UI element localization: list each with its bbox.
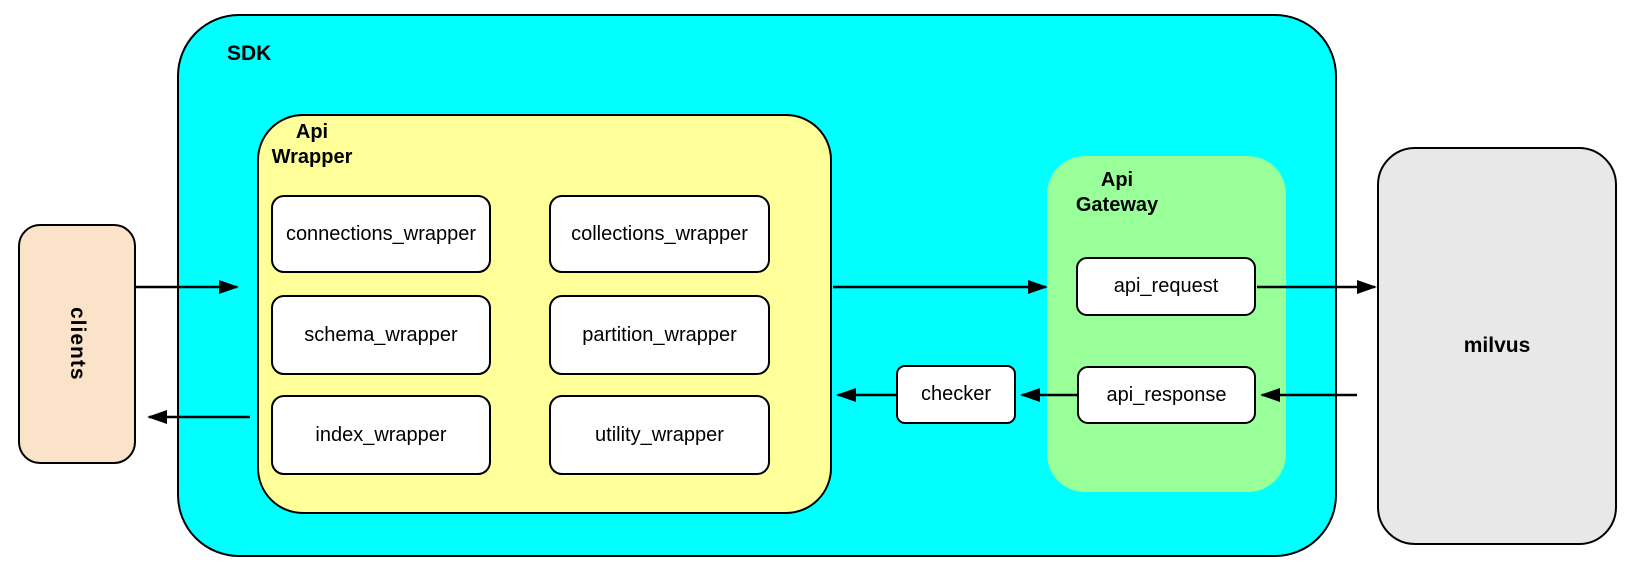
wrapper-box-index: index_wrapper (271, 395, 491, 475)
sdk-label: SDK (227, 42, 272, 65)
clients-node: clients (18, 224, 136, 464)
api-gateway-label: Api Gateway (1075, 169, 1159, 216)
milvus-node: milvus (1377, 147, 1617, 545)
wrapper-box-utility: utility_wrapper (549, 395, 770, 475)
wrapper-box-partition: partition_wrapper (549, 295, 770, 375)
checker-node: checker (896, 365, 1016, 424)
wrapper-box-schema: schema_wrapper (271, 295, 491, 375)
clients-label: clients (66, 307, 89, 381)
wrapper-box-collections: collections_wrapper (549, 195, 770, 273)
gateway-box-api-request: api_request (1076, 257, 1256, 316)
wrapper-box-connections: connections_wrapper (271, 195, 491, 273)
api-wrapper-label: Api Wrapper (271, 121, 353, 168)
gateway-box-api-response: api_response (1077, 366, 1256, 424)
api-gateway-container: Api Gateway api_request api_response (1047, 156, 1286, 492)
api-wrapper-container: Api Wrapper connections_wrapper collecti… (257, 114, 832, 514)
sdk-container: SDK Api Wrapper connections_wrapper coll… (177, 14, 1337, 557)
